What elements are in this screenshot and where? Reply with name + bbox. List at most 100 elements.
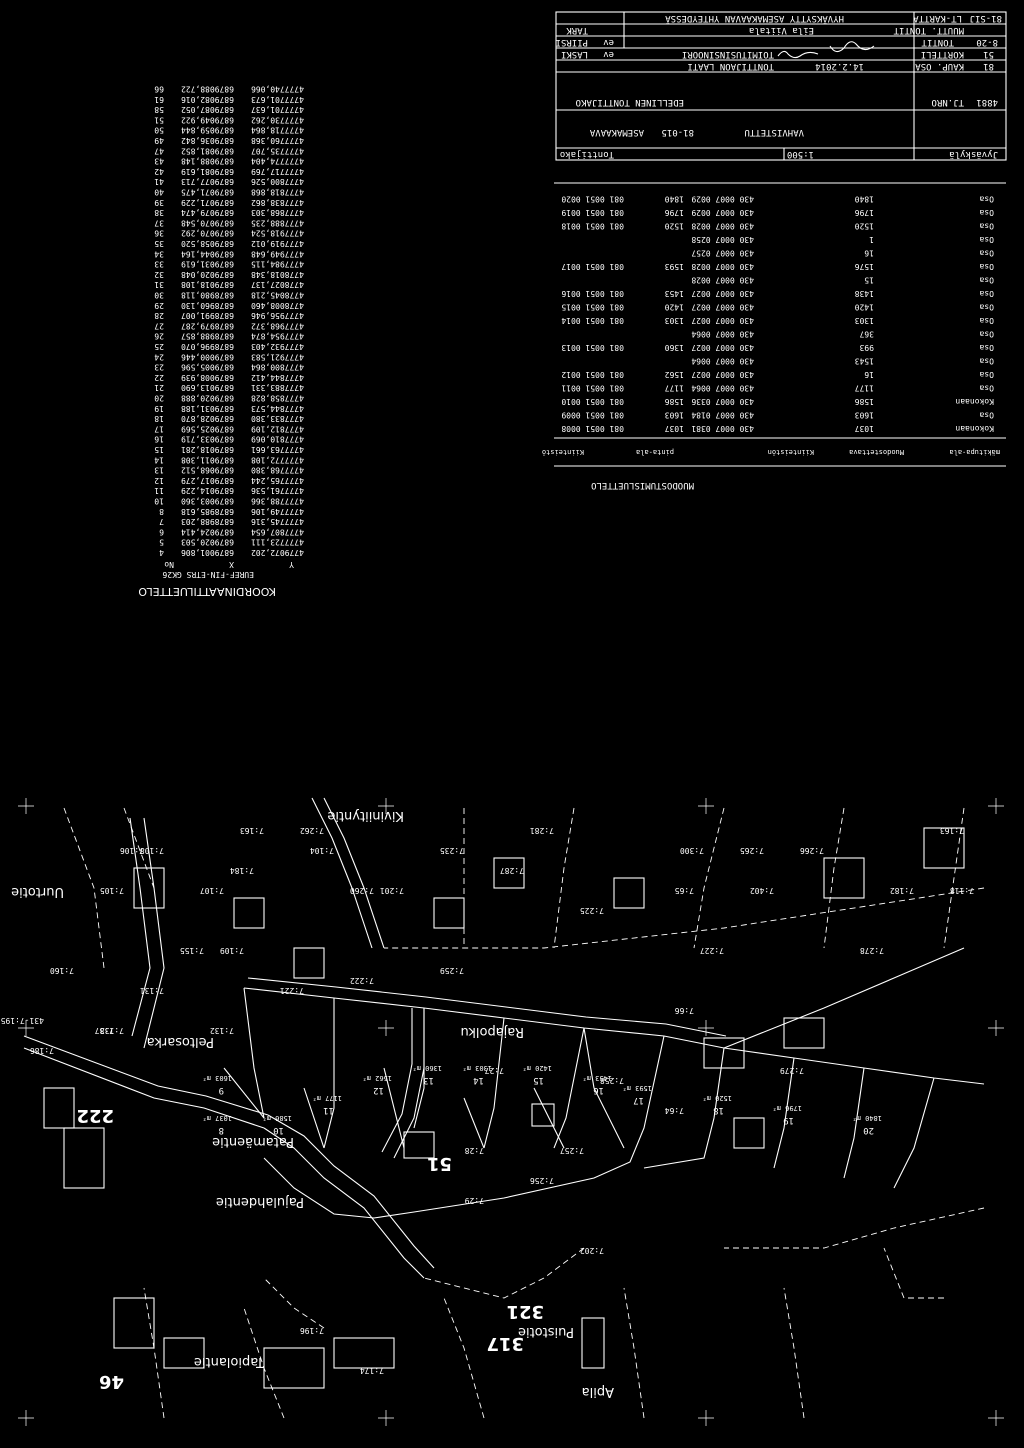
- coord-x: 6878988,857: [181, 332, 234, 341]
- lot-label: 431-7:195: [0, 1016, 44, 1025]
- formation-cell: 081 0051 0012: [561, 370, 624, 379]
- coord-y: 4777812,109: [251, 424, 304, 433]
- lot-label: 7:64: [665, 1106, 684, 1115]
- plot-number: 13: [423, 1075, 434, 1085]
- formation-header: mäkitupa-ala: [949, 448, 1000, 456]
- coord-y: 4777932,403: [251, 342, 304, 351]
- map-label: LT-KARTTA: [913, 13, 962, 23]
- formation-cell: 081 0051 0019: [561, 208, 624, 217]
- formation-cell: 430 0007 0029: [691, 195, 754, 204]
- coord-no: 26: [154, 332, 164, 341]
- coord-header-y: Y: [289, 560, 294, 569]
- coord-y: 4777735,707: [251, 146, 304, 155]
- formation-header: Kiinteistön: [768, 448, 814, 456]
- formation-cell: 430 0007 0028: [691, 222, 754, 231]
- plot-area: 1603 m²: [202, 1074, 232, 1082]
- lot-label: 7:225: [580, 906, 604, 915]
- coord-y: 4777954,874: [251, 332, 304, 341]
- lot-label: 7:260: [350, 886, 374, 895]
- lot-label: 7:265: [740, 846, 764, 855]
- lot-label: 7:160: [50, 966, 74, 975]
- formation-cell: 16: [864, 249, 874, 258]
- coord-no: 51: [154, 115, 164, 124]
- coord-no: 8: [159, 507, 164, 516]
- formation-cell: Osa: [979, 384, 994, 393]
- coord-no: 7: [159, 517, 164, 526]
- plot-area: 1593 m²: [622, 1084, 652, 1092]
- formation-cell: 16: [864, 370, 874, 379]
- plan-number: 81-015: [661, 127, 694, 137]
- plot-number: 20: [863, 1125, 874, 1135]
- coord-x: 6879079,474: [181, 208, 234, 217]
- formation-cell: Osa: [979, 262, 994, 271]
- lot-label: 7:29: [465, 1196, 484, 1205]
- coord-no: 38: [154, 208, 164, 217]
- formation-cell: 430 0007 0028: [691, 276, 754, 285]
- formation-cell: 1: [869, 235, 874, 244]
- coord-x: 6879000,446: [181, 352, 234, 361]
- formation-cell: 1840: [665, 195, 684, 204]
- coord-x: 6879081,619: [181, 167, 234, 176]
- coord-x: 6878988,203: [181, 517, 234, 526]
- lot-label: 7:258: [600, 1076, 624, 1085]
- plot-area: 1303 m²: [462, 1064, 492, 1072]
- formation-cell: 081 0051 0010: [561, 397, 624, 406]
- coord-x: 6879018,108: [181, 280, 234, 289]
- coord-y: 4777868,303: [251, 208, 304, 217]
- formation-cell: 15: [864, 276, 874, 285]
- block-number-51: 51: [427, 1153, 452, 1174]
- lot-label: 7:65: [675, 886, 694, 895]
- coord-no: 36: [154, 229, 164, 238]
- lot-label: 7:182: [890, 886, 914, 895]
- formation-cell: 1303: [665, 316, 684, 325]
- draft-label: PIIRSI: [555, 37, 588, 47]
- block-value: 51: [983, 49, 994, 59]
- road-name: Puistotie: [518, 1324, 574, 1339]
- lot-label: 7:266: [800, 846, 824, 855]
- lot-label: 7:108: [140, 846, 164, 855]
- formation-cell: 1037: [665, 424, 684, 433]
- lot-label: 7:227: [700, 946, 724, 955]
- coord-no: 37: [154, 218, 164, 227]
- coord-no: 11: [154, 486, 164, 495]
- tjno-value: 4881: [976, 97, 998, 107]
- coord-no: 10: [154, 497, 164, 506]
- coord-no: 58: [154, 105, 164, 114]
- coord-x: 6879077,713: [181, 177, 234, 186]
- municipality: Jyväskylä: [949, 149, 998, 159]
- coord-x: 6879070,548: [181, 218, 234, 227]
- formation-cell: 430 0007 0258: [691, 235, 754, 244]
- lot-label: 7:222: [350, 976, 374, 985]
- formation-cell: Osa: [979, 370, 994, 379]
- coord-x: 6879044,164: [181, 249, 234, 258]
- formation-cell: 1037: [855, 424, 874, 433]
- formation-cell: 430 0007 0184: [691, 411, 754, 420]
- coord-x: 6879005,596: [181, 363, 234, 372]
- plot-number: 19: [783, 1115, 794, 1125]
- formation-cell: 1586: [665, 397, 684, 406]
- grid-crosses: [18, 798, 1004, 1426]
- block-number-46: 46: [99, 1371, 124, 1392]
- coord-y: 4777745,316: [251, 517, 304, 526]
- formation-cell: 081 0051 0018: [561, 222, 624, 231]
- formation-cell: 1520: [855, 222, 874, 231]
- coord-y: 4777833,380: [251, 414, 304, 423]
- coord-x: 6879008,939: [181, 373, 234, 382]
- coord-no: 20: [154, 394, 164, 403]
- lot-label: 7:184: [230, 866, 254, 875]
- formation-cell: Osa: [979, 195, 994, 204]
- formation-cell: 430 0007 0027: [691, 343, 754, 352]
- coord-no: 31: [154, 280, 164, 289]
- coord-x: 6879031,188: [181, 404, 234, 413]
- coord-no: 61: [154, 95, 164, 104]
- check-label: TARK: [566, 25, 588, 35]
- road-name: Tapiolantie: [194, 1354, 265, 1369]
- lot-label: 7:104: [310, 846, 334, 855]
- plan-label: ASEMAKAAVA: [589, 127, 644, 137]
- lot-label: 7:132: [210, 1026, 234, 1035]
- plot-number: 8: [219, 1125, 224, 1135]
- coord-x: 6879020,888: [181, 394, 234, 403]
- coord-no: 14: [154, 455, 164, 464]
- lot-label: 7:163: [940, 826, 964, 835]
- coord-no: 12: [154, 476, 164, 485]
